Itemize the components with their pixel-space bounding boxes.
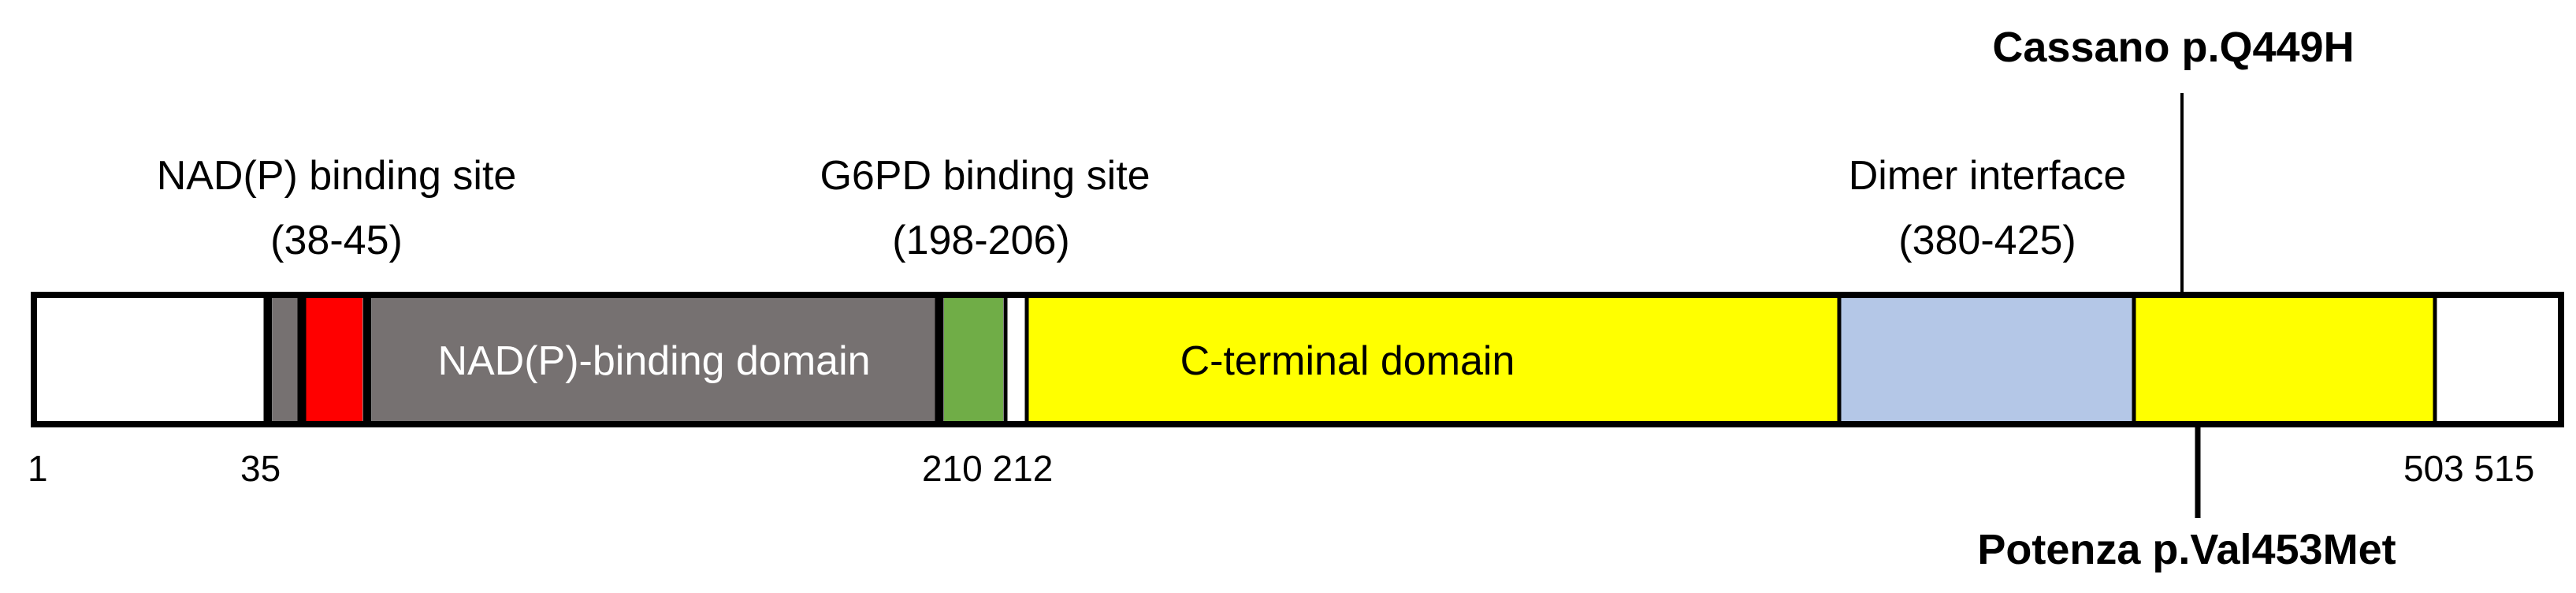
nadp-binding-site-title: NAD(P) binding site [157,153,517,199]
nadp-binding-site-segment [305,295,362,424]
nadp-binding-domain-segment [372,295,935,424]
g6pd-binding-site-segment [944,295,1003,424]
n-terminal-region-segment [34,295,268,424]
g6pd-binding-site-title: G6PD binding site [820,153,1150,199]
nadp-binding-domain-label: NAD(P)-binding domain [437,338,870,384]
position-1: 1 [28,448,48,489]
dimer-interface-range: (380-425) [1898,218,2076,263]
c-terminal-tail-segment [2435,295,2561,424]
potenza-variant-label: Potenza p.Val453Met [1977,526,2396,573]
dimer-interface-title: Dimer interface [1849,153,2127,199]
c-terminal-domain-label: C-terminal domain [1180,338,1515,384]
position-35: 35 [240,448,281,489]
nadp-binding-site-range: (38-45) [270,218,403,263]
pre-site-region-segment [273,295,299,424]
c-terminal-domain-segment [1028,295,1839,424]
linker-region-segment [1007,295,1026,424]
position-503-515: 503 515 [2403,448,2534,489]
bar-outline [31,292,2564,427]
position-210-212: 210 212 [922,448,1053,489]
domain-bar [34,295,2561,424]
g6pd-binding-site-range: (198-206) [892,218,1069,263]
dimer-interface-segment [1839,295,2134,424]
c-terminal-domain-2-segment [2134,295,2435,424]
cassano-variant-label: Cassano p.Q449H [1992,24,2354,71]
